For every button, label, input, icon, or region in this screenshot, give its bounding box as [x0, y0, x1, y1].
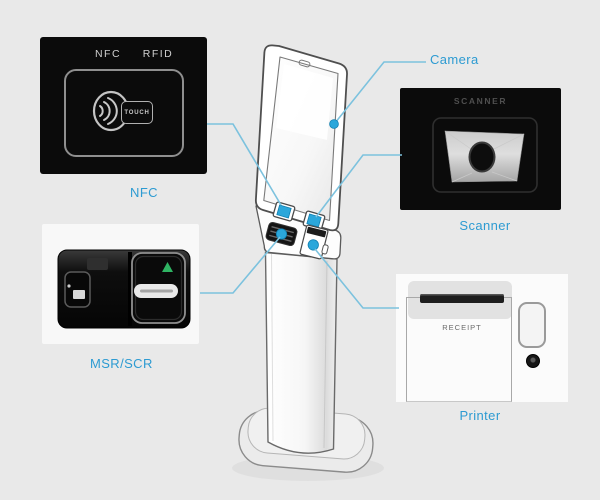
printer-knob-icon [526, 354, 540, 368]
nfc-pad-outline [64, 69, 184, 157]
nfc-tag-label: NFC [94, 48, 122, 60]
printer-receipt-label: RECEIPT [442, 323, 482, 332]
printer-door-slot [306, 226, 327, 238]
nfc-wave-icon [99, 105, 104, 117]
pillar-edge-line [271, 253, 274, 442]
msr-caption: MSR/SCR [90, 356, 153, 371]
kiosk-pillar-body [264, 251, 338, 454]
kiosk-base [238, 407, 374, 473]
msr-device [57, 249, 191, 329]
printer-door-panel [299, 224, 329, 260]
scr-card-nub [73, 290, 85, 299]
scanner-lens-icon [470, 143, 494, 171]
screen-glass [263, 56, 339, 222]
scanner-caption: Scanner [459, 218, 511, 233]
screen-frame [254, 44, 348, 232]
kiosk-nfc-window [272, 201, 296, 222]
card-reader-ribs [269, 226, 294, 242]
kiosk-scanner-window [302, 210, 326, 231]
printer-caption: Printer [459, 408, 501, 423]
scanner-window-facets [444, 130, 525, 183]
kiosk-base-top [247, 407, 366, 460]
nfc-wave-icon [107, 97, 118, 125]
msr-swipe-slot-groove [140, 289, 173, 293]
screen-reflection [276, 64, 333, 140]
kiosk-pillar [264, 251, 338, 454]
printer-callout-line [314, 248, 399, 309]
scr-led-icon [67, 284, 71, 288]
kiosk-base-plate [238, 410, 374, 473]
printer-slot [420, 294, 504, 303]
nfc-callout-line [207, 123, 282, 206]
scanner-marker-icon [306, 213, 322, 228]
nfc-wave-icon [103, 101, 111, 121]
nfc-marker-icon [276, 204, 292, 219]
kiosk-printer-door [299, 224, 329, 260]
msr-panel [42, 224, 199, 344]
rfid-tag-label: RFID [142, 48, 174, 60]
kiosk-card-reader [265, 221, 298, 247]
kiosk-nfc-window-frame [272, 201, 296, 222]
scanner-window-outline [432, 117, 538, 193]
msr-divider [128, 252, 132, 326]
base-shadow [232, 455, 384, 481]
nfc-panel: NFC RFID TOUCH [40, 37, 207, 174]
camera-label: Camera [430, 52, 479, 67]
printer-figure: RECEIPT [396, 274, 568, 402]
kiosk-screen [254, 44, 348, 232]
nfc-caption: NFC [130, 185, 158, 200]
scanner-callout-line [315, 154, 402, 218]
scanner-heading: SCANNER [453, 96, 508, 106]
pillar-highlight [323, 260, 328, 449]
scanner-graphic [432, 117, 538, 193]
printer-body [406, 297, 512, 402]
card-reader-slot [265, 221, 298, 247]
printer-side-module [518, 302, 546, 348]
touch-badge: TOUCH [121, 101, 153, 124]
scr-card-slot-outline [64, 271, 91, 308]
msr-marker-icon [275, 228, 288, 240]
scanner-panel: SCANNER [400, 88, 561, 210]
msr-callout-line [200, 236, 281, 294]
camera-marker-icon [329, 119, 339, 129]
msr-top-detail [87, 258, 108, 270]
msr-green-arrow-icon [162, 262, 173, 272]
printer-marker-icon [307, 239, 319, 251]
front-camera-notch [298, 59, 311, 68]
kiosk-mid-body [255, 205, 342, 260]
kiosk-scanner-window-frame [302, 210, 326, 231]
printer-door-latch [321, 244, 329, 255]
